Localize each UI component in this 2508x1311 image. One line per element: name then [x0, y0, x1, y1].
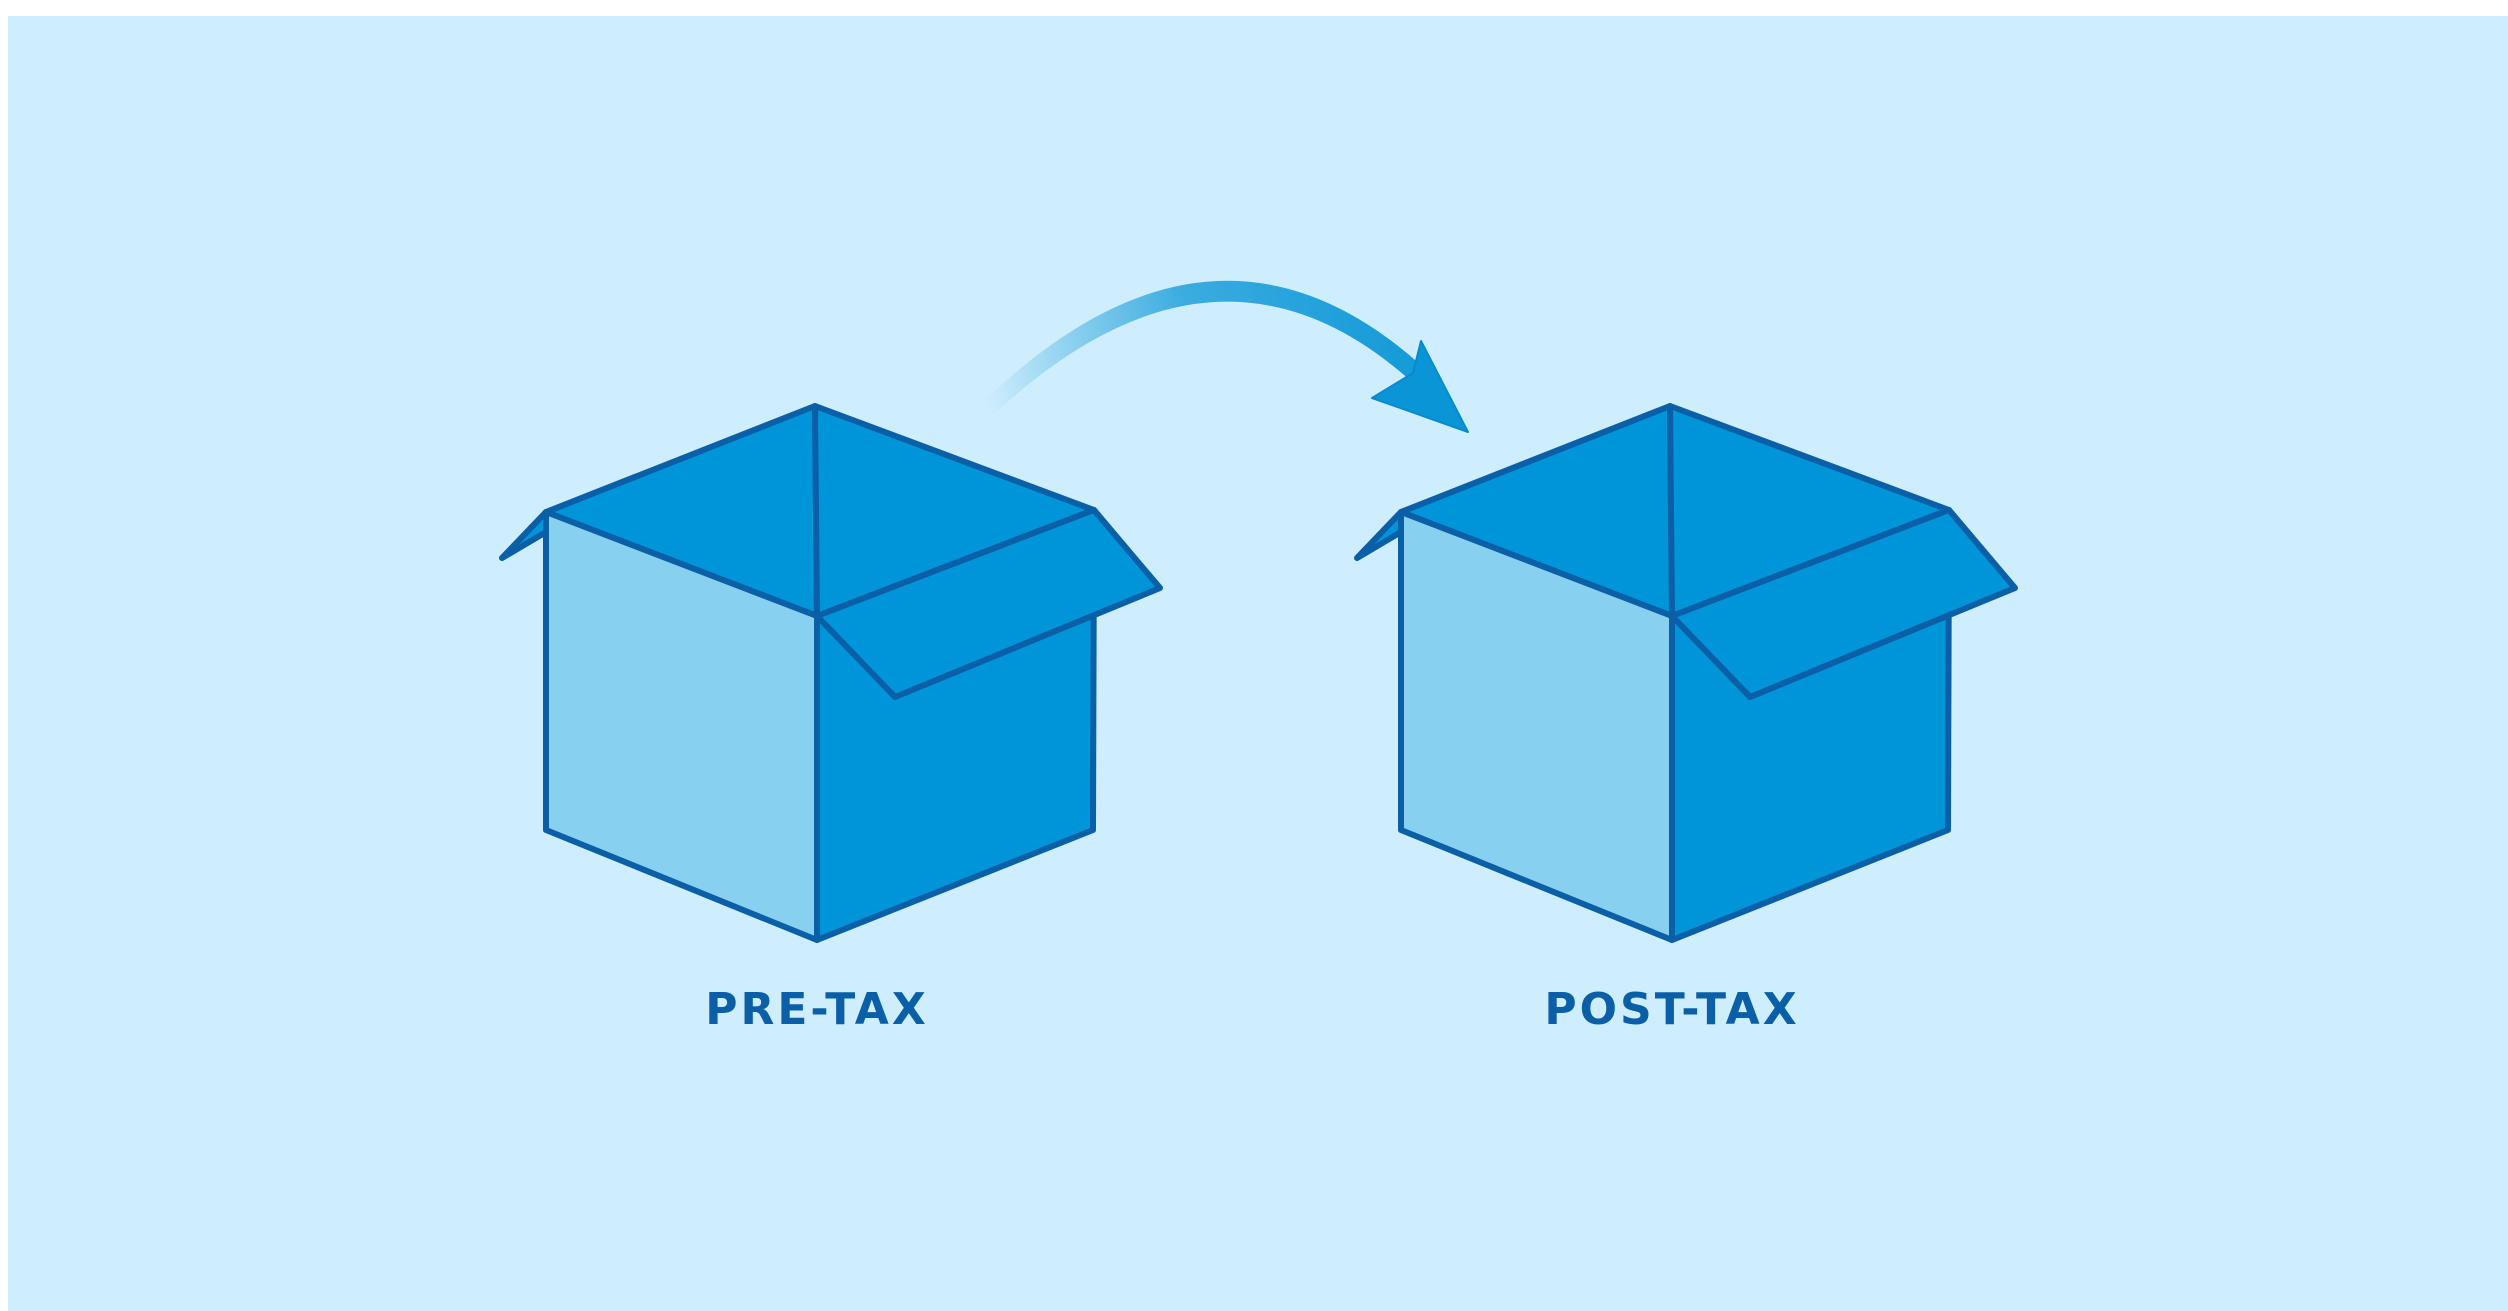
post-tax-label: POST-TAX [1544, 984, 1800, 1035]
curved-arrow-icon [985, 280, 1469, 433]
background-panel [8, 16, 2508, 1311]
pre-tax-label: PRE-TAX [705, 984, 929, 1035]
